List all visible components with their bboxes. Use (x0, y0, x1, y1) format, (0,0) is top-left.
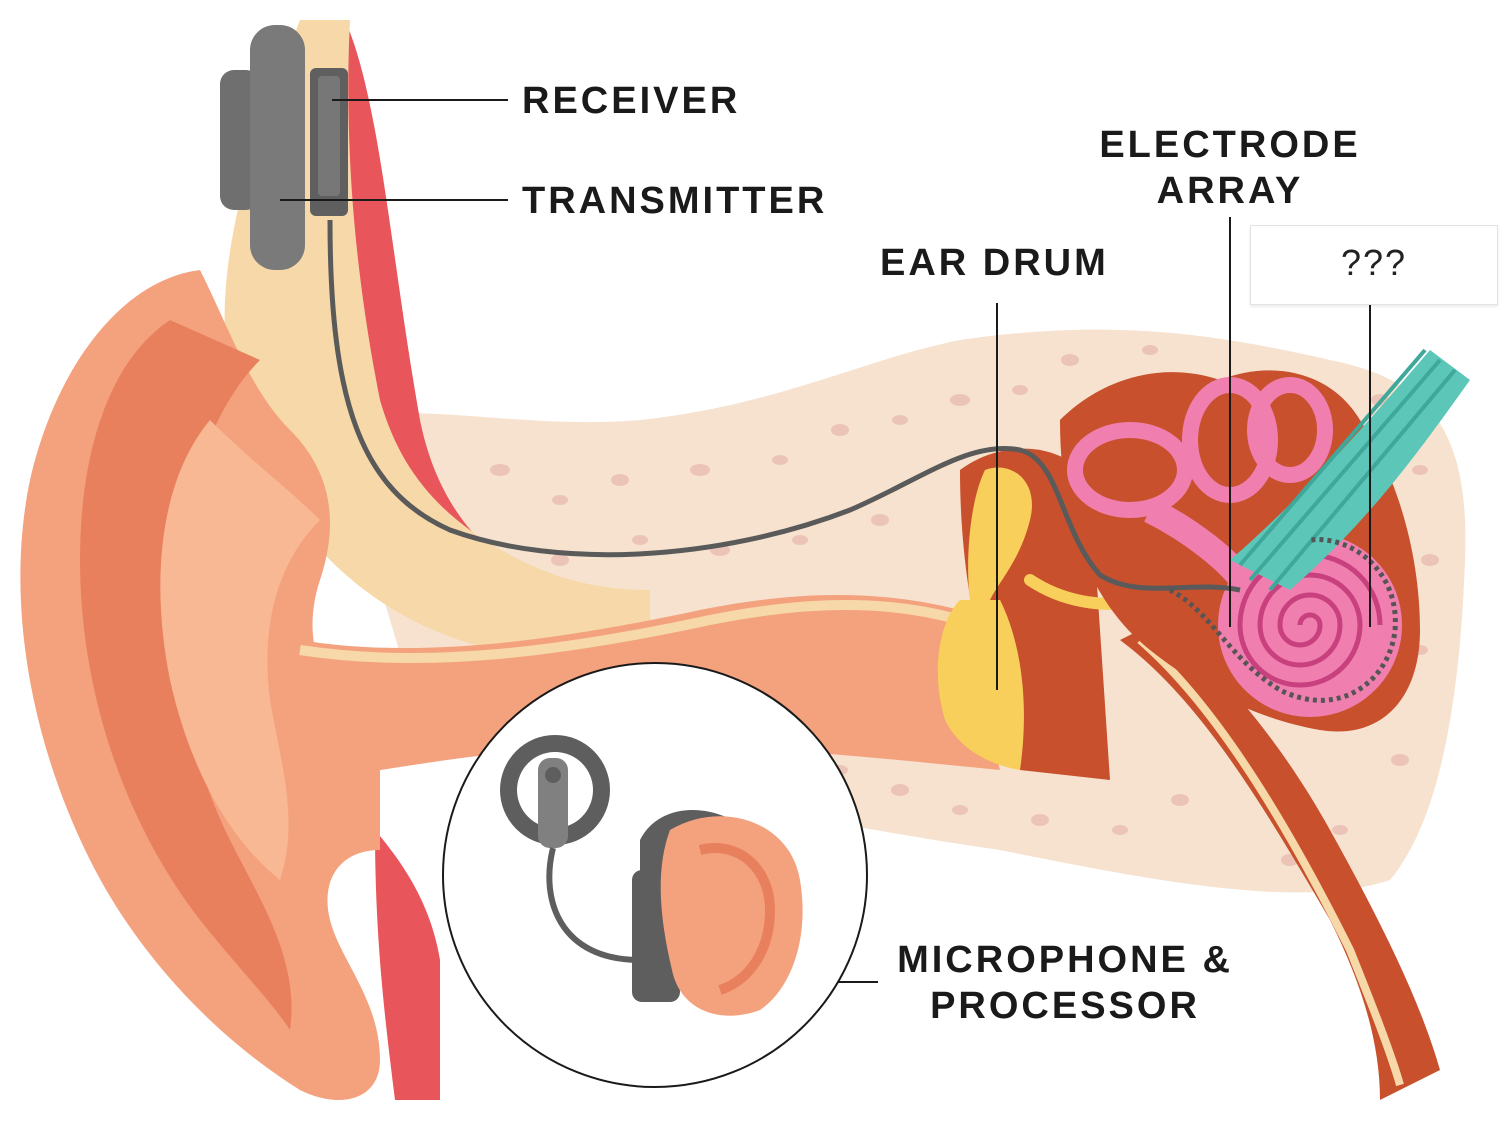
microphone-label-line2: PROCESSOR (930, 985, 1200, 1027)
receiver-transmitter-icon (220, 25, 348, 270)
muscle-lower (375, 830, 440, 1100)
auricle-inner (160, 420, 320, 880)
ear-drum-label: EAR DRUM (880, 242, 1109, 284)
auricle-fold (80, 320, 292, 1030)
ear-drum (937, 600, 1024, 770)
unknown-label: ??? (1340, 242, 1408, 283)
sound-processor-icon (500, 735, 803, 1016)
unknown-label-box[interactable]: ??? (1250, 225, 1498, 305)
auditory-nerve (1230, 350, 1470, 590)
cochlea (1218, 533, 1402, 717)
microphone-label-line1: MICROPHONE & (897, 939, 1233, 981)
electrode-label-line1: ELECTRODE (1099, 124, 1361, 166)
electrode-label-line2: ARRAY (1156, 170, 1304, 212)
bone-pores (490, 345, 1439, 866)
receiver-label: RECEIVER (522, 80, 741, 122)
inset-ear (660, 816, 803, 1016)
electrode-cable (327, 219, 1241, 593)
transmitter-label: TRANSMITTER (522, 180, 828, 222)
